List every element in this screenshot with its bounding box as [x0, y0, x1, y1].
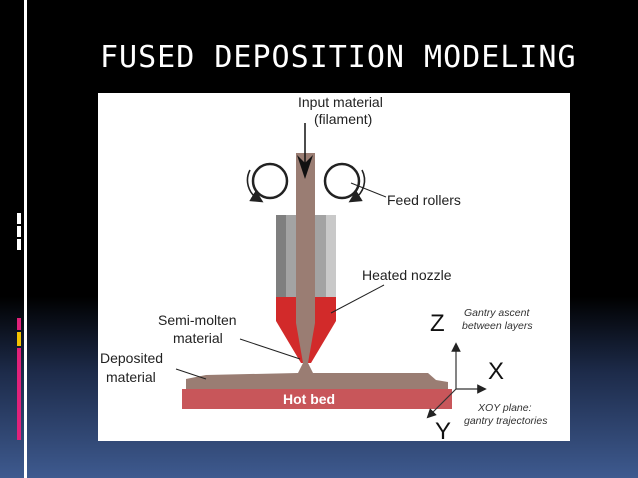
left-vertical-rule — [24, 0, 27, 478]
axis-z-label: Z — [430, 310, 445, 337]
leader-heated-nozzle — [330, 284, 385, 314]
decor-bar-white-1 — [17, 213, 21, 224]
heater-block-highlight — [326, 215, 336, 297]
label-xoy-plane-sub: gantry trajectories — [464, 415, 548, 427]
label-deposited: Deposited — [100, 350, 163, 366]
label-gantry-ascent-sub: between layers — [462, 320, 533, 332]
feed-roller-right — [323, 162, 361, 200]
label-heated-nozzle: Heated nozzle — [362, 267, 452, 283]
leader-semi-molten — [239, 338, 301, 360]
slide-title: FUSED DEPOSITION MODELING — [100, 40, 577, 75]
decor-bar-pink-long — [17, 348, 21, 440]
decor-bar-white-3 — [17, 239, 21, 250]
semi-molten-material — [296, 297, 315, 363]
hot-bed-label: Hot bed — [283, 391, 335, 407]
axis-y-line — [426, 388, 457, 419]
leader-deposited — [175, 368, 207, 380]
decor-bar-yellow — [17, 332, 21, 346]
input-arrow-head — [297, 155, 313, 179]
feed-roller-left — [251, 162, 289, 200]
filament-top — [296, 153, 315, 215]
label-input-material-sub: (filament) — [314, 111, 372, 127]
label-xoy-plane: XOY plane: — [477, 402, 532, 414]
roller-right-rotation-icon — [348, 169, 366, 203]
axis-y-label: Y — [435, 418, 451, 441]
leader-feed-rollers — [350, 182, 387, 198]
hot-bed — [182, 389, 452, 409]
deposited-layers — [186, 363, 448, 389]
fdm-diagram: Hot bed Input material (filament) Feed r… — [98, 93, 570, 441]
filament-in-heater — [296, 215, 315, 297]
roller-left-rotation-icon — [246, 169, 264, 203]
label-semi-molten: Semi-molten — [158, 312, 237, 328]
decor-bar-white-2 — [17, 226, 21, 237]
label-input-material: Input material — [298, 94, 383, 110]
decor-bar-pink-top — [17, 318, 21, 330]
axis-x-label: X — [488, 358, 504, 385]
label-semi-molten-sub: material — [173, 330, 223, 346]
label-feed-rollers: Feed rollers — [387, 192, 461, 208]
heater-block-shade — [276, 215, 286, 297]
label-gantry-ascent: Gantry ascent — [464, 307, 530, 319]
label-deposited-sub: material — [106, 369, 156, 385]
